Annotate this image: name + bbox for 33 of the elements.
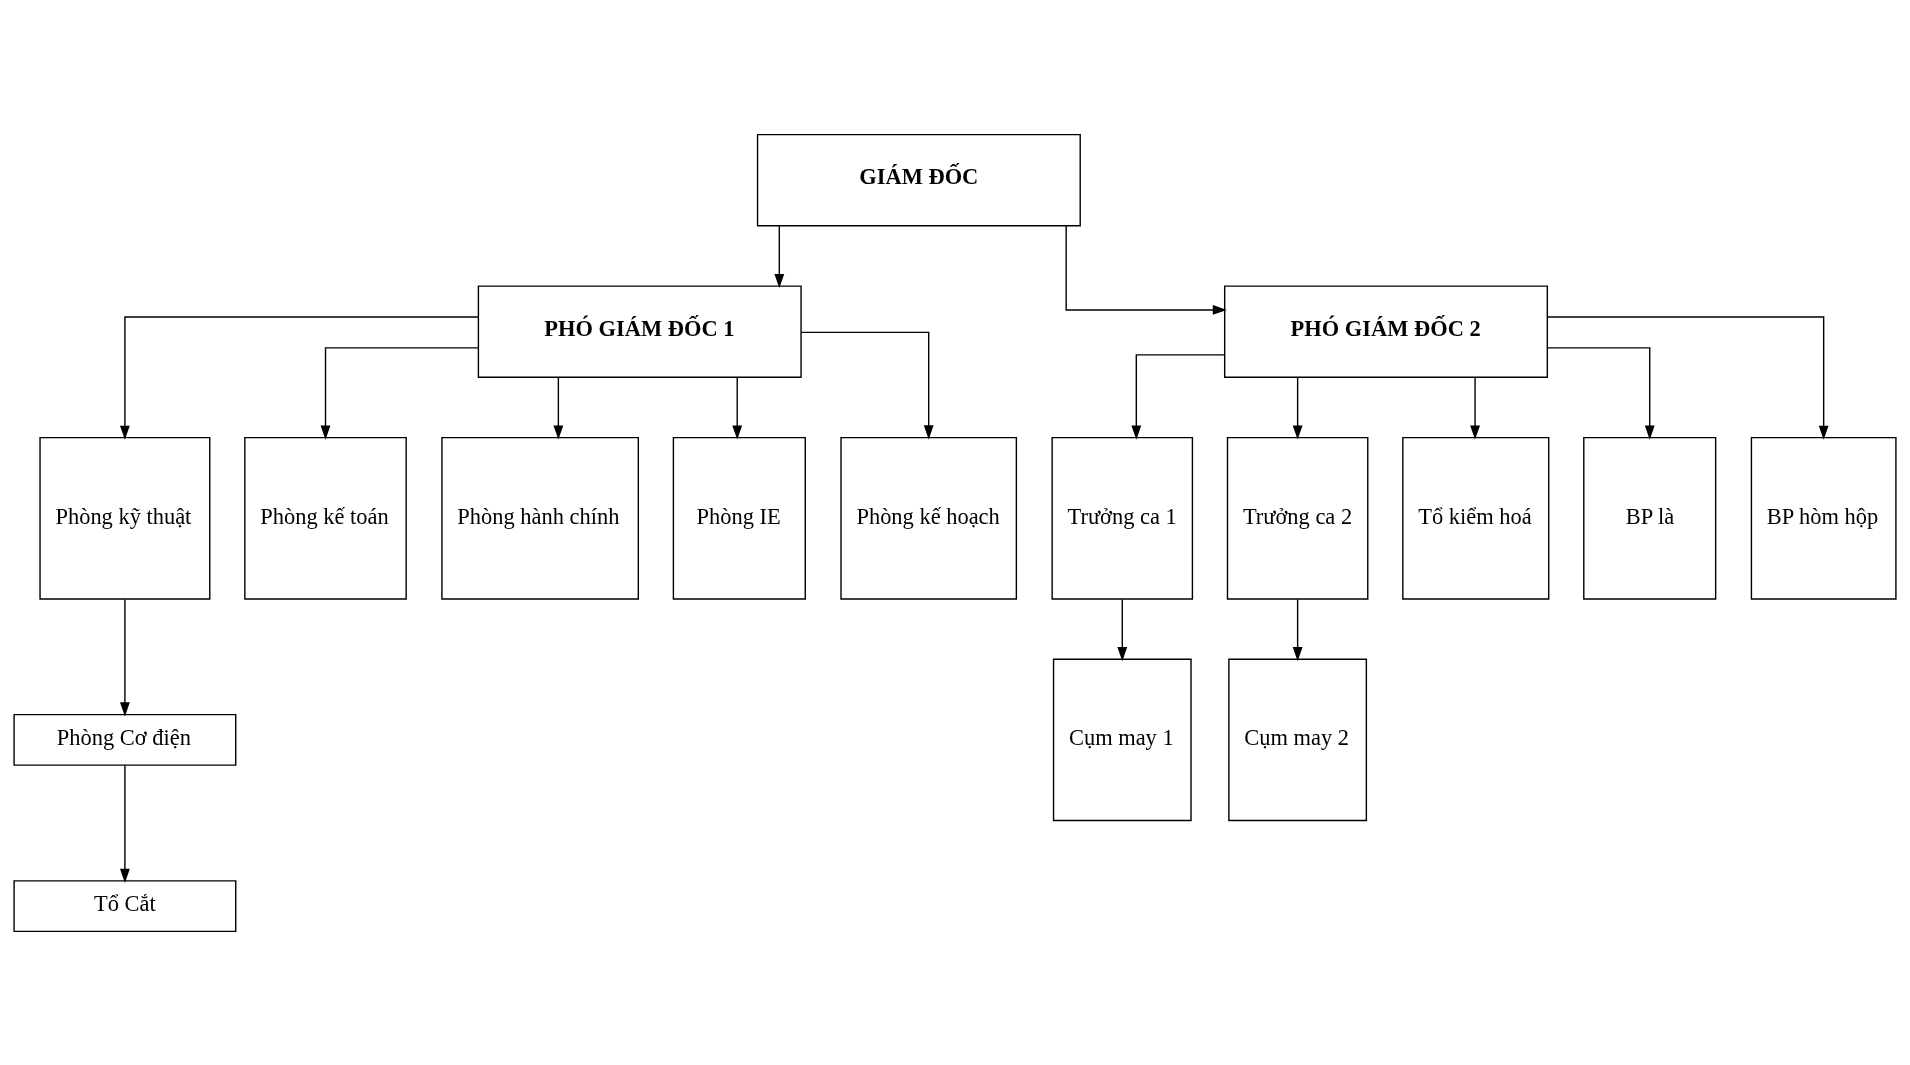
node-box: Cụm may 1 [1052, 658, 1192, 821]
arrow [120, 764, 130, 883]
arrow [1470, 376, 1480, 440]
node-box: GIÁM ĐỐC [756, 133, 1081, 226]
arrow [800, 331, 934, 439]
node-box: Tổ Cắt [13, 879, 237, 932]
arrow [1546, 346, 1655, 440]
arrow [1117, 598, 1128, 661]
node-box: PHÓ GIÁM ĐỐC 1 [477, 284, 802, 378]
arrow [120, 315, 479, 440]
node-box: BP hòm hộp [1750, 436, 1897, 600]
node-box: Trưởng ca 2 [1226, 436, 1369, 600]
node-box: Phòng kế toán [244, 436, 407, 600]
arrow [1131, 353, 1226, 440]
arrow [774, 224, 785, 288]
node-box: Trưởng ca 1 [1051, 436, 1194, 600]
arrow [1292, 376, 1303, 440]
node-box: BP là [1583, 436, 1717, 600]
node-box: Phòng Cơ điện [13, 713, 237, 766]
node-box: Phòng kỹ thuật [39, 436, 211, 600]
arrow [120, 598, 130, 716]
arrow [732, 376, 743, 440]
node-box: Phòng hành chính [441, 436, 640, 600]
arrow [553, 376, 564, 440]
node-box: Cụm may 2 [1228, 658, 1368, 821]
node-box: Phòng kế hoạch [840, 436, 1018, 600]
arrow [1292, 598, 1303, 661]
arrow [1547, 315, 1829, 440]
node-box: Tổ kiểm hoá [1402, 436, 1550, 600]
arrow [320, 346, 479, 440]
node-box: PHÓ GIÁM ĐỐC 2 [1224, 284, 1548, 378]
arrow [1065, 224, 1227, 315]
node-box: Phòng IE [672, 436, 806, 600]
